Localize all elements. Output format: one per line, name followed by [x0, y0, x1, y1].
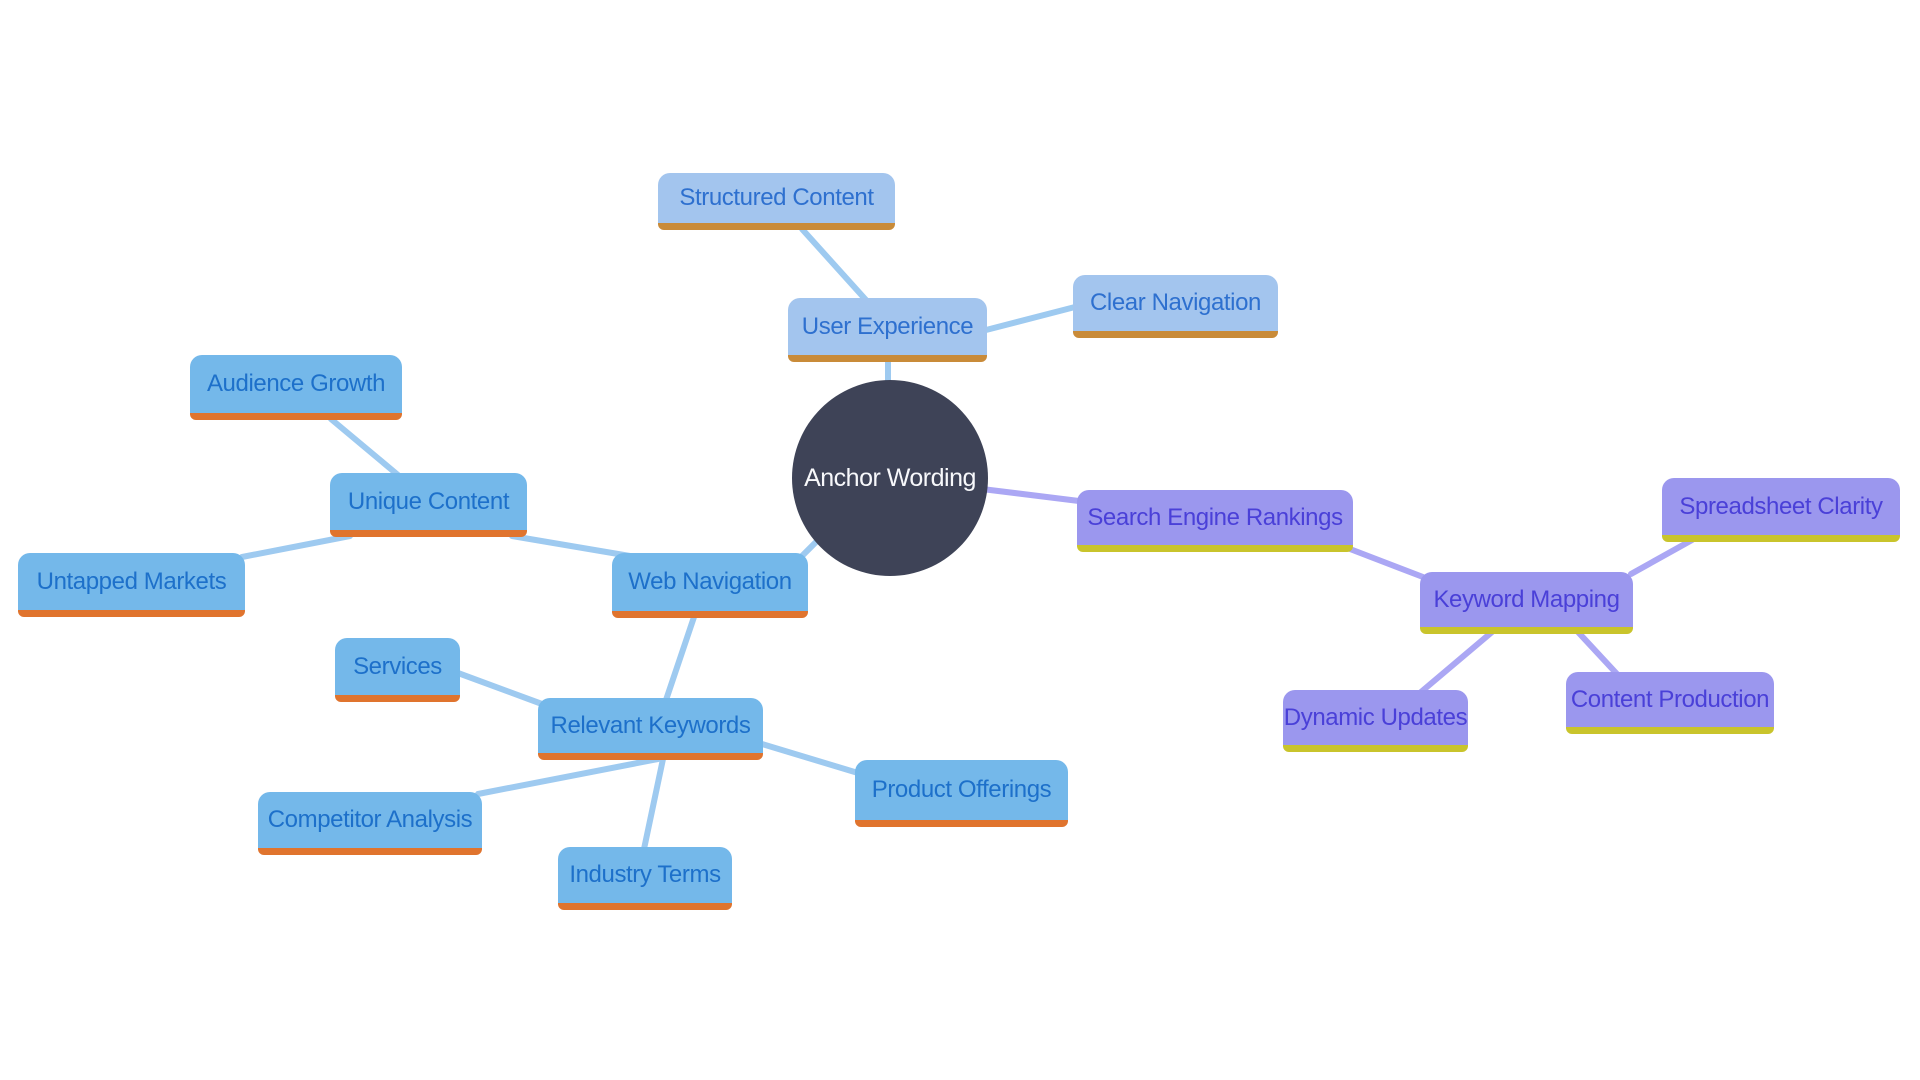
edge-relevant-keywords-industry-terms	[641, 756, 666, 852]
node-web-navigation[interactable]: Web Navigation	[612, 553, 808, 618]
node-label: Structured Content	[679, 184, 874, 211]
node-spreadsheet-clarity[interactable]: Spreadsheet Clarity	[1662, 478, 1900, 542]
node-structured-content[interactable]: Structured Content	[658, 173, 895, 230]
node-search-engine-rankings[interactable]: Search Engine Rankings	[1077, 490, 1353, 552]
node-label: Dynamic Updates	[1283, 703, 1468, 731]
edge-relevant-keywords-services	[455, 670, 545, 707]
root-node-label: Anchor Wording	[804, 463, 976, 492]
node-label: Spreadsheet Clarity	[1679, 492, 1883, 520]
node-services[interactable]: Services	[335, 638, 460, 702]
node-product-offerings[interactable]: Product Offerings	[855, 760, 1068, 827]
node-industry-terms[interactable]: Industry Terms	[558, 847, 732, 910]
node-label: Search Engine Rankings	[1087, 503, 1343, 531]
node-label: Web Navigation	[628, 568, 792, 595]
node-content-production[interactable]: Content Production	[1566, 672, 1774, 734]
node-dynamic-updates[interactable]: Dynamic Updates	[1283, 690, 1468, 752]
edge-user-experience-structured-content	[799, 226, 869, 303]
edge-keyword-mapping-spreadsheet-clarity	[1628, 537, 1695, 577]
edge-keyword-mapping-dynamic-updates	[1418, 629, 1495, 695]
root-node-anchor-wording[interactable]: Anchor Wording	[792, 380, 988, 576]
node-label: Services	[353, 652, 442, 680]
node-label: Competitor Analysis	[267, 806, 473, 833]
edge-relevant-keywords-competitor-analysis	[475, 756, 661, 797]
edge-user-experience-clear-navigation	[983, 304, 1078, 333]
node-label: Relevant Keywords	[550, 711, 751, 739]
edge-web-navigation-relevant-keywords	[663, 614, 697, 703]
node-label: Audience Growth	[206, 370, 386, 397]
edge-unique-content-audience-growth	[328, 416, 401, 478]
node-audience-growth[interactable]: Audience Growth	[190, 355, 402, 420]
node-label: Unique Content	[347, 487, 510, 515]
node-label: User Experience	[801, 312, 974, 340]
edge-unique-content-untapped-markets	[239, 533, 353, 560]
edge-unique-content-web-navigation	[509, 533, 633, 559]
edge-search-engine-rankings-keyword-mapping	[1347, 546, 1426, 580]
node-label: Industry Terms	[569, 861, 721, 888]
node-label: Untapped Markets	[36, 567, 227, 595]
node-clear-navigation[interactable]: Clear Navigation	[1073, 275, 1278, 338]
edge-keyword-mapping-content-production	[1575, 629, 1620, 677]
node-label: Product Offerings	[871, 776, 1052, 803]
node-label: Clear Navigation	[1089, 289, 1262, 316]
node-user-experience[interactable]: User Experience	[788, 298, 987, 362]
node-keyword-mapping[interactable]: Keyword Mapping	[1420, 572, 1633, 634]
node-competitor-analysis[interactable]: Competitor Analysis	[258, 792, 482, 855]
node-unique-content[interactable]: Unique Content	[330, 473, 527, 537]
node-label: Content Production	[1570, 685, 1770, 713]
edge-root-search-engine-rankings	[979, 486, 1082, 504]
edge-relevant-keywords-product-offerings	[759, 741, 861, 776]
node-label: Keyword Mapping	[1433, 585, 1620, 613]
node-relevant-keywords[interactable]: Relevant Keywords	[538, 698, 763, 760]
node-untapped-markets[interactable]: Untapped Markets	[18, 553, 245, 617]
